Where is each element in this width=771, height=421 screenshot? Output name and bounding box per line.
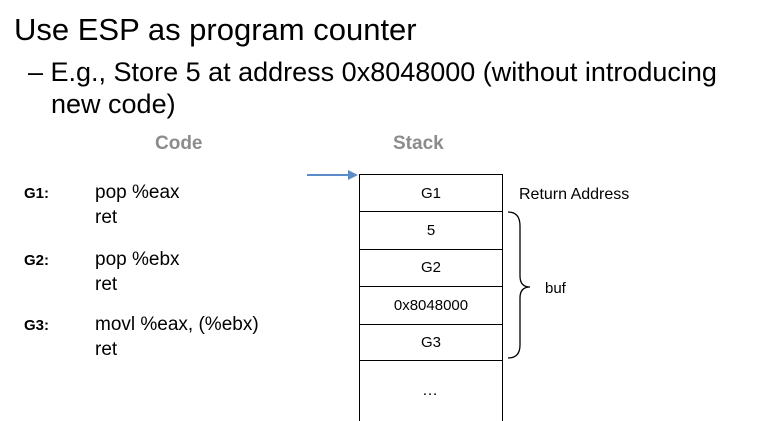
gadget-g2-line-2: ret: [95, 274, 118, 295]
esp-arrow-icon: [307, 170, 358, 180]
stack-heading: Stack: [393, 133, 444, 154]
gadget-g2-line-1: pop %ebx: [95, 249, 180, 270]
bullet-line-2: new code): [51, 89, 176, 119]
stack-cell-address: 0x8048000: [360, 286, 502, 323]
stack-cell-g2: G2: [360, 248, 502, 286]
gadget-label-g3: G3:: [24, 317, 50, 334]
buf-label: buf: [545, 280, 566, 297]
bullet-line-1: – E.g., Store 5 at address 0x8048000 (wi…: [28, 57, 717, 87]
return-address-label: Return Address: [519, 186, 630, 203]
gadget-g3-line-2: ret: [95, 339, 118, 360]
stack-continuation: …: [422, 381, 440, 399]
slide-title: Use ESP as program counter: [14, 12, 417, 47]
gadget-label-g2: G2:: [24, 252, 50, 269]
gadget-g1-line-1: pop %eax: [95, 182, 180, 203]
gadget-g3-line-1: movl %eax, (%ebx): [95, 314, 259, 335]
stack-cell-5: 5: [360, 211, 502, 248]
stack-cell-g3: G3: [360, 323, 502, 361]
gadget-label-g1: G1:: [24, 185, 50, 202]
stack-diagram: G1 5 G2 0x8048000 G3 …: [359, 174, 503, 421]
gadget-g1-line-2: ret: [95, 207, 118, 228]
stack-cell-g1: G1: [360, 174, 502, 211]
buf-brace-icon: [507, 211, 531, 359]
code-heading: Code: [155, 133, 203, 154]
